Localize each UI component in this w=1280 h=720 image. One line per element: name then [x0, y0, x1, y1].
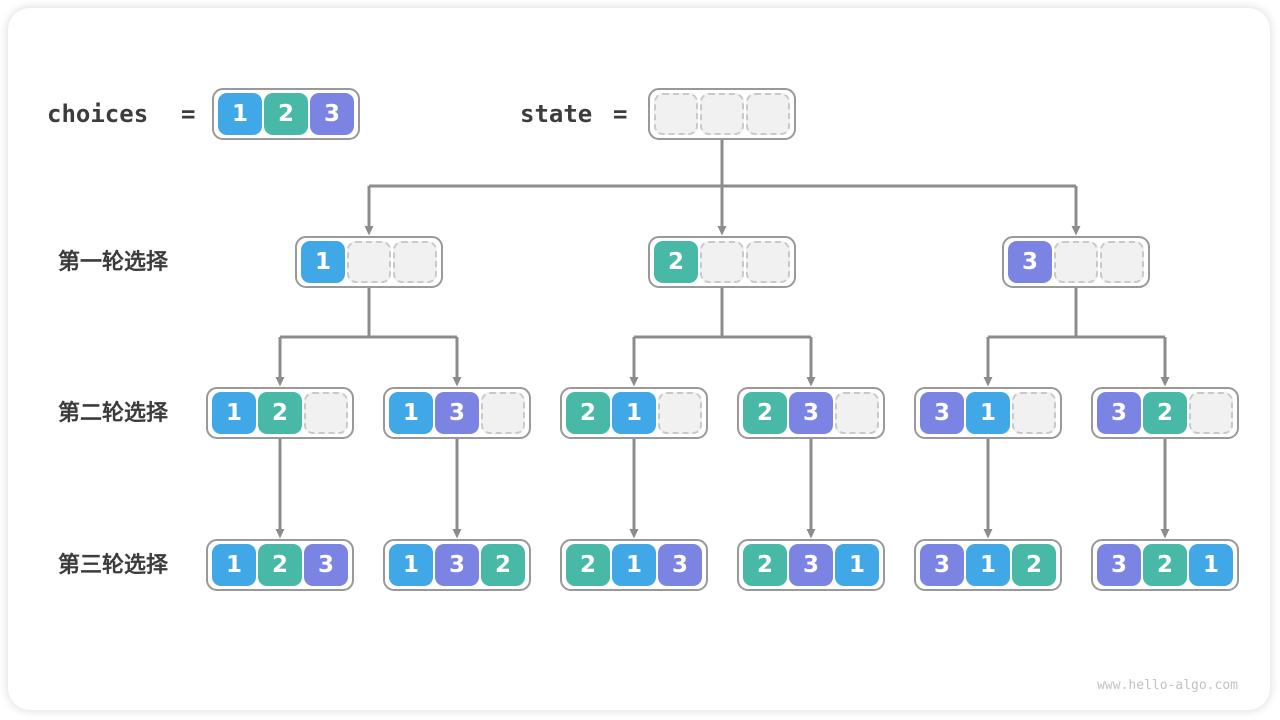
- array-cell-value: 1: [612, 544, 656, 586]
- array-cell-empty: [700, 241, 744, 283]
- state-label: state: [520, 100, 593, 128]
- array-cell-empty: [304, 392, 348, 434]
- array-cell-value: 3: [1097, 544, 1141, 586]
- array-cell-empty: [746, 241, 790, 283]
- array-cell-empty: [347, 241, 391, 283]
- watermark: www.hello-algo.com: [1097, 678, 1238, 693]
- array-cell-value: 3: [658, 544, 702, 586]
- tree-node: 3: [1002, 236, 1150, 288]
- array-cell-value: 2: [566, 392, 610, 434]
- tree-node: 2: [648, 236, 796, 288]
- array-cell-value: 1: [389, 544, 433, 586]
- array-cell-value: 3: [1097, 392, 1141, 434]
- array-cell-value: 1: [612, 392, 656, 434]
- array-cell-empty: [1100, 241, 1144, 283]
- array-cell-value: 1: [835, 544, 879, 586]
- array-cell-value: 2: [654, 241, 698, 283]
- array-cell-empty: [700, 93, 744, 135]
- array-cell-value: 2: [1012, 544, 1056, 586]
- array-cell-empty: [658, 392, 702, 434]
- row-label-round-3: 第三轮选择: [58, 552, 169, 577]
- array-cell-value: 2: [1143, 392, 1187, 434]
- array-cell-value: 3: [920, 544, 964, 586]
- array-cell-value: 2: [1143, 544, 1187, 586]
- array-cell-value: 3: [435, 392, 479, 434]
- array-cell-value: 2: [566, 544, 610, 586]
- array-cell-value: 3: [435, 544, 479, 586]
- row-label-round-1: 第一轮选择: [58, 249, 169, 274]
- array-cell-value: 3: [310, 93, 354, 135]
- array-cell-empty: [1012, 392, 1056, 434]
- array-cell-value: 1: [389, 392, 433, 434]
- array-cell-value: 1: [301, 241, 345, 283]
- array-cell-empty: [835, 392, 879, 434]
- array-cell-empty: [746, 93, 790, 135]
- array-cell-empty: [1054, 241, 1098, 283]
- array-cell-value: 2: [258, 544, 302, 586]
- array-cell-empty: [1189, 392, 1233, 434]
- array-cell-value: 1: [966, 392, 1010, 434]
- array-cell-value: 1: [212, 392, 256, 434]
- choices-label: choices: [47, 100, 149, 128]
- array-cell-value: 1: [212, 544, 256, 586]
- row-label-round-2: 第二轮选择: [58, 400, 169, 425]
- tree-node: 1: [295, 236, 443, 288]
- array-cell-value: 2: [258, 392, 302, 434]
- array-cell-value: 3: [920, 392, 964, 434]
- choices-equals-sign: =: [181, 100, 196, 128]
- array-cell-value: 2: [743, 392, 787, 434]
- array-cell-value: 1: [966, 544, 1010, 586]
- array-cell-value: 3: [789, 544, 833, 586]
- array-cell-empty: [481, 392, 525, 434]
- array-cell-value: 2: [743, 544, 787, 586]
- array-cell-value: 3: [304, 544, 348, 586]
- state-array: [648, 88, 796, 140]
- array-cell-value: 2: [264, 93, 308, 135]
- array-cell-value: 3: [1008, 241, 1052, 283]
- array-cell-value: 2: [481, 544, 525, 586]
- state-equals-sign: =: [613, 100, 628, 128]
- array-cell-empty: [654, 93, 698, 135]
- array-cell-value: 1: [218, 93, 262, 135]
- array-cell-value: 3: [789, 392, 833, 434]
- array-cell-value: 1: [1189, 544, 1233, 586]
- array-cell-empty: [393, 241, 437, 283]
